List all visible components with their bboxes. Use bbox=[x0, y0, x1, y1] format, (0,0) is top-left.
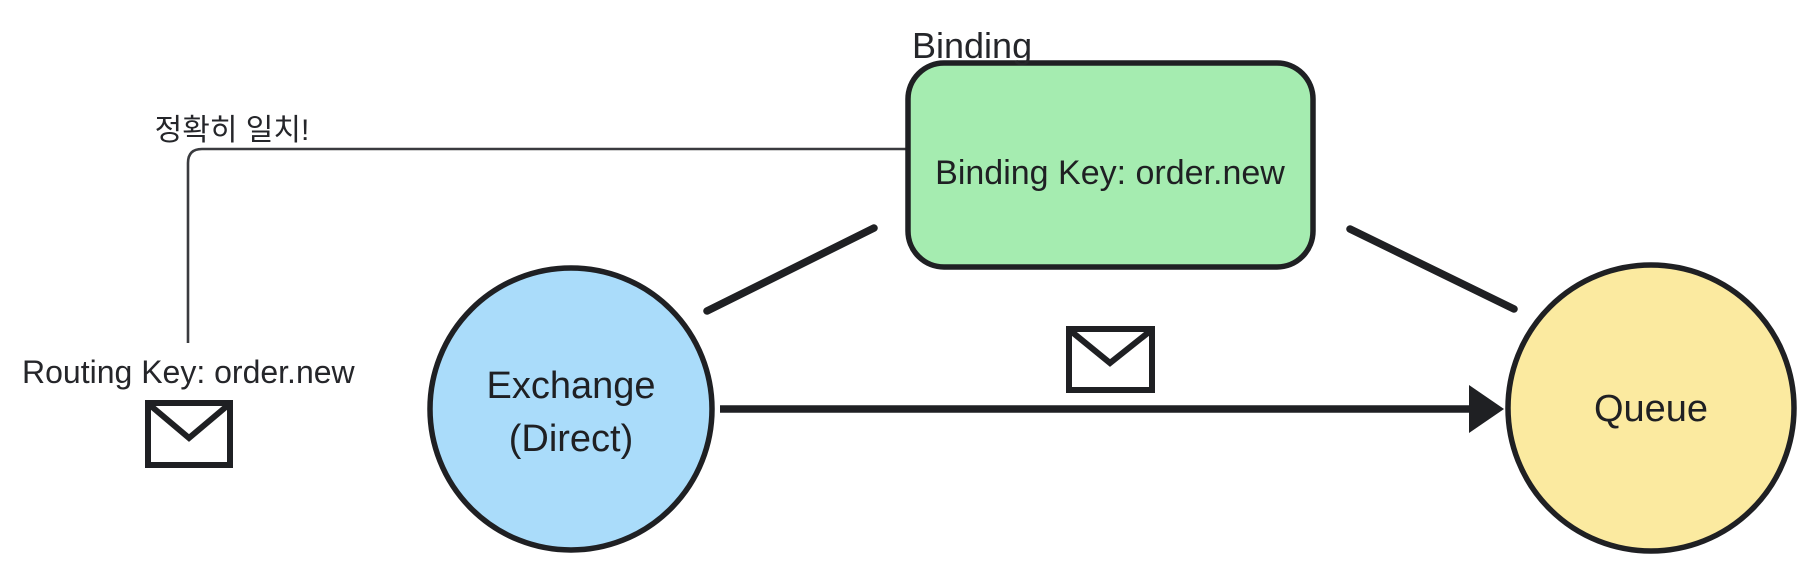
exchange-node[interactable] bbox=[427, 265, 715, 553]
binding-title-label: Binding bbox=[912, 25, 1032, 66]
exchange-label-line1: Exchange bbox=[486, 365, 655, 407]
producer-message-envelope-icon bbox=[145, 400, 233, 468]
connector-routing-key-to-binding-key bbox=[186, 147, 905, 343]
exchange-label-line2: (Direct) bbox=[509, 418, 634, 460]
arrowhead-icon bbox=[1469, 385, 1504, 433]
binding-key-label: Binding Key: order.new bbox=[935, 154, 1285, 192]
connector-binding-to-queue bbox=[1346, 225, 1518, 313]
queue-label: Queue bbox=[1594, 388, 1708, 430]
binding-box[interactable] bbox=[905, 60, 1316, 270]
routing-key-label: Routing Key: order.new bbox=[22, 354, 356, 390]
match-note-label: 정확히 일치! bbox=[155, 114, 310, 147]
connector-exchange-to-binding bbox=[703, 224, 878, 315]
routed-message-envelope-icon bbox=[1066, 326, 1155, 393]
queue-node[interactable] bbox=[1505, 262, 1797, 554]
